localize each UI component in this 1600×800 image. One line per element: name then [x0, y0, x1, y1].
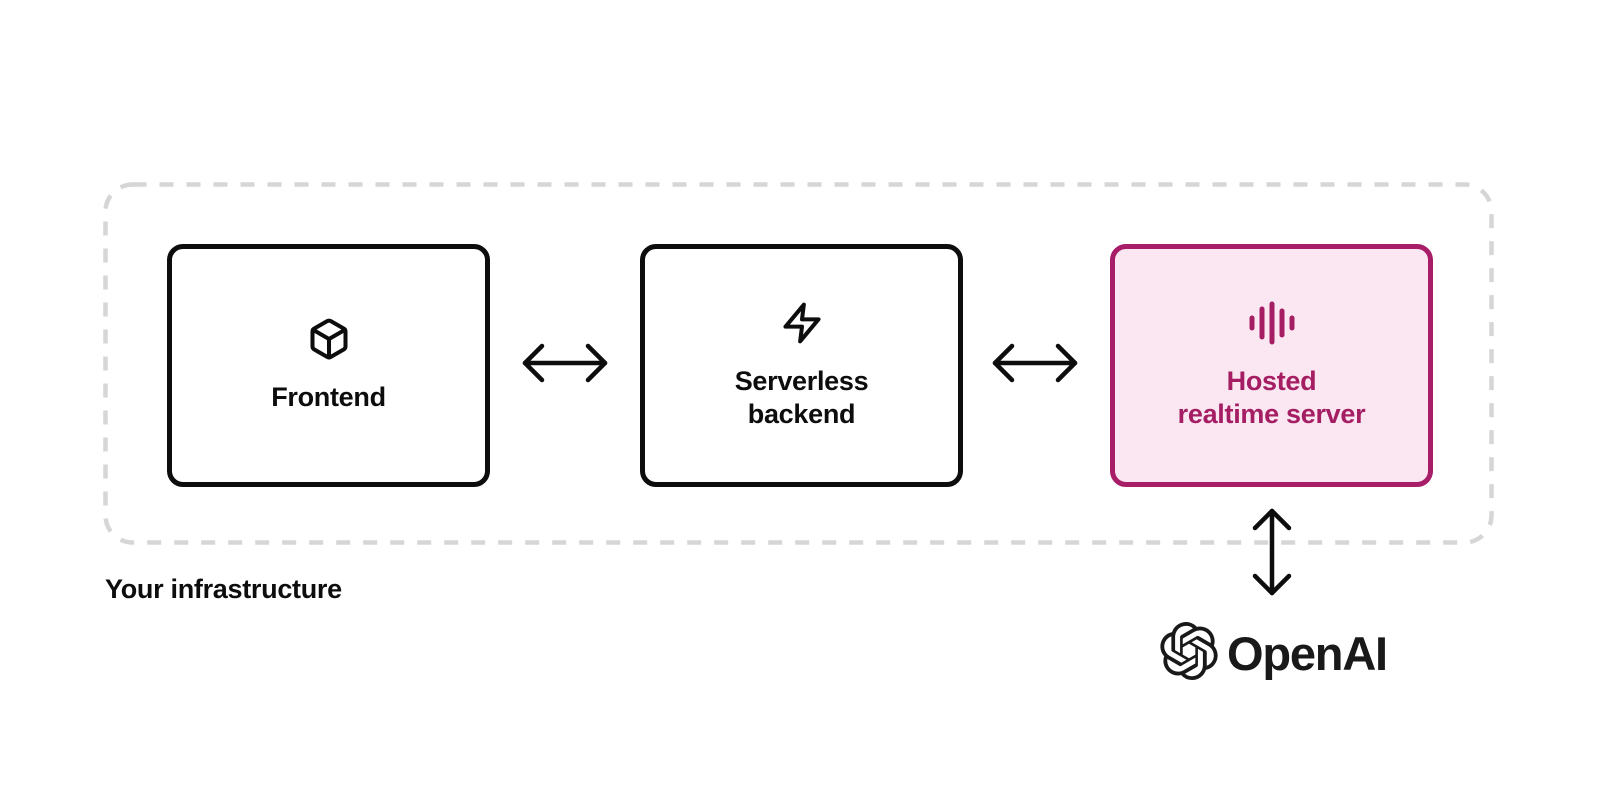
your-infrastructure-boundary [103, 182, 1494, 545]
frontend-node: Frontend [167, 244, 490, 487]
cube-icon [307, 317, 351, 361]
serverless-backend-label: Serverless backend [734, 365, 869, 429]
hosted-realtime-server-label: Hosted realtime server [1177, 365, 1366, 429]
your-infrastructure-label: Your infrastructure [105, 574, 342, 604]
bidirectional-arrow-backend-hosted [987, 341, 1083, 390]
bidirectional-arrow-hosted-openai [1250, 503, 1294, 606]
openai-logo: OpenAI [1160, 622, 1388, 685]
openai-wordmark: OpenAI [1227, 627, 1388, 680]
voice-waveform-icon [1248, 301, 1296, 345]
lightning-icon [780, 301, 824, 345]
bidirectional-arrow-frontend-backend [517, 341, 613, 390]
hosted-realtime-server-node: Hosted realtime server [1110, 244, 1433, 487]
frontend-label: Frontend [271, 382, 386, 412]
dashed-border [103, 182, 1494, 545]
openai-logo-icon [1160, 622, 1218, 685]
serverless-backend-node: Serverless backend [640, 244, 963, 487]
